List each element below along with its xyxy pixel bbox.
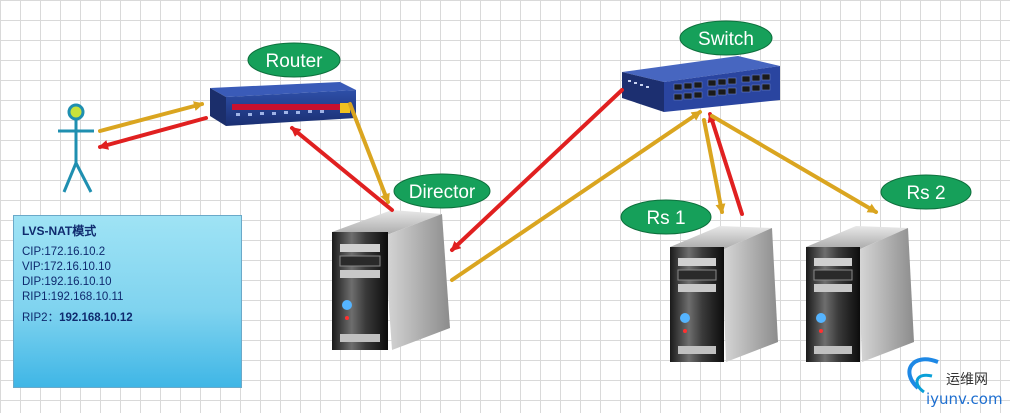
director-label-text: Director bbox=[409, 182, 476, 203]
info-line-vip: VIP:172.16.10.10 bbox=[22, 261, 111, 273]
rs1-label-text: Rs 1 bbox=[646, 208, 685, 229]
watermark-cn: 运维网 bbox=[946, 372, 988, 388]
arrow-switch-to-rs1 bbox=[702, 118, 726, 214]
watermark-logo: 运维网 iyunv.com bbox=[907, 357, 1003, 408]
watermark-url: iyunv.com bbox=[926, 390, 1003, 408]
info-line-rip1: RIP1:192.168.10.11 bbox=[22, 291, 124, 303]
rs2-server-icon bbox=[806, 226, 914, 362]
router-label-text: Router bbox=[265, 51, 323, 72]
router-icon bbox=[210, 82, 356, 126]
rs2-label-text: Rs 2 bbox=[906, 183, 945, 204]
arrow-router-to-client bbox=[98, 116, 208, 150]
rip2-value: 192.168.10.12 bbox=[59, 312, 133, 324]
rs1-label: Rs 1 bbox=[620, 199, 712, 235]
info-box-title: LVS-NAT模式 bbox=[22, 224, 97, 238]
router-label: Router bbox=[247, 42, 341, 78]
arrow-client-to-router bbox=[98, 101, 204, 133]
arrow-switch-to-rs2 bbox=[710, 114, 878, 214]
director-label: Director bbox=[393, 173, 491, 209]
director-server-icon bbox=[332, 210, 450, 350]
rs2-label: Rs 2 bbox=[880, 174, 972, 210]
info-line-cip: CIP:172.16.10.2 bbox=[22, 246, 106, 258]
arrow-rs1-to-switch bbox=[707, 112, 744, 216]
info-line-dip: DIP:192.16.10.10 bbox=[22, 276, 112, 288]
arrow-switch-to-director bbox=[450, 88, 624, 252]
switch-label: Switch bbox=[679, 20, 773, 56]
lvs-info-box: LVS-NAT模式 CIP:172.16.10.2 VIP:172.16.10.… bbox=[13, 215, 242, 388]
rip2-label: RIP2： bbox=[22, 312, 60, 324]
arrow-director-to-router bbox=[290, 126, 394, 212]
switch-label-text: Switch bbox=[698, 29, 754, 50]
client-person-icon bbox=[58, 103, 94, 193]
arrow-director-to-switch bbox=[450, 110, 702, 282]
rs1-server-icon bbox=[670, 226, 778, 362]
info-line-rip2: RIP2：192.168.10.12 bbox=[22, 311, 233, 326]
arrow-router-to-director bbox=[348, 102, 390, 204]
switch-icon bbox=[622, 56, 780, 112]
